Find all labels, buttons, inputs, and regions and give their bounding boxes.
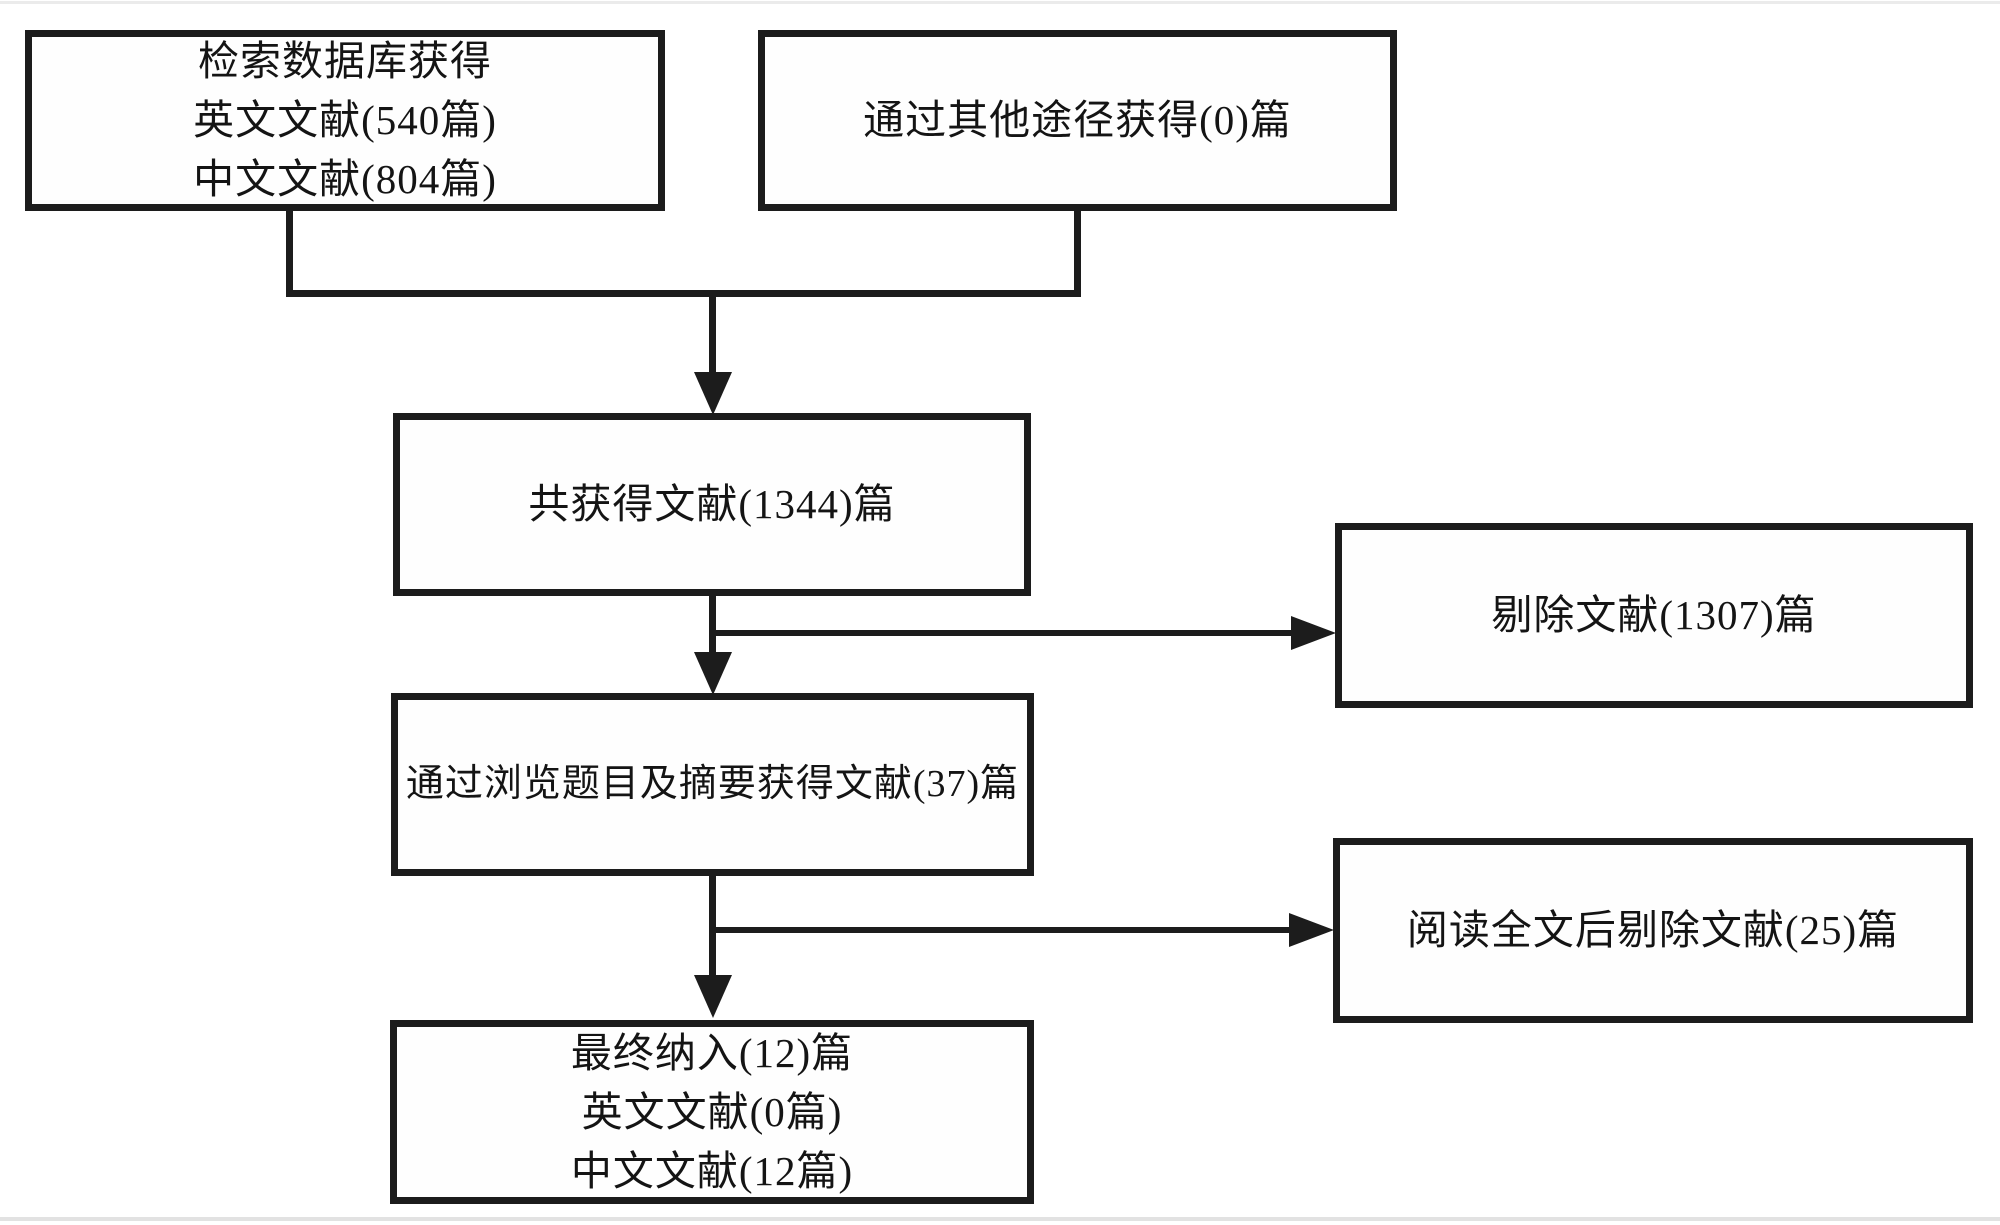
box-other-sources: 通过其他途径获得(0)篇 (758, 30, 1397, 211)
box-title-abstract-screened: 通过浏览题目及摘要获得文献(37)篇 (391, 693, 1034, 876)
box-db-search-line-1: 检索数据库获得 (198, 38, 492, 84)
box-total-obtained: 共获得文献(1344)篇 (393, 413, 1031, 596)
arrowhead-into-final (694, 975, 732, 1018)
box-title-abstract-screened-label: 通过浏览题目及摘要获得文献(37)篇 (405, 763, 1020, 805)
arrowhead-into-excluded-fulltext (1289, 913, 1334, 947)
box-total-obtained-label: 共获得文献(1344)篇 (528, 481, 896, 527)
arrowhead-into-screened (694, 652, 732, 695)
connector-merge-to-total (709, 290, 716, 376)
box-other-sources-label: 通过其他途径获得(0)篇 (863, 97, 1292, 143)
connector-total-to-screened (709, 593, 716, 656)
box-final-included: 最终纳入(12)篇 英文文献(0篇) 中文文献(12篇) (390, 1020, 1034, 1204)
connector-branch-excluded-screening (712, 630, 1294, 636)
connector-db-search-drop (286, 208, 293, 297)
box-excluded-screening-label: 剔除文献(1307)篇 (1491, 592, 1817, 638)
box-excluded-fulltext-label: 阅读全文后剔除文献(25)篇 (1406, 907, 1900, 953)
box-db-search: 检索数据库获得 英文文献(540篇) 中文文献(804篇) (25, 30, 665, 211)
connector-screened-to-final (709, 872, 716, 977)
connector-other-sources-drop (1074, 208, 1081, 297)
connector-merge-bar (286, 290, 1081, 297)
box-db-search-line-2: 英文文献(540篇) (193, 97, 497, 143)
arrowhead-into-excluded-screening (1291, 616, 1336, 650)
connector-branch-excluded-fulltext (712, 927, 1292, 933)
top-hairline (0, 1, 2000, 4)
box-final-included-line-3: 中文文献(12篇) (570, 1147, 854, 1194)
box-excluded-screening: 剔除文献(1307)篇 (1335, 523, 1973, 708)
box-final-included-line-1: 最终纳入(12)篇 (570, 1029, 854, 1076)
bottom-hairline (0, 1217, 2000, 1221)
box-final-included-line-2: 英文文献(0篇) (581, 1088, 843, 1135)
arrowhead-into-total (694, 372, 732, 415)
box-excluded-fulltext: 阅读全文后剔除文献(25)篇 (1333, 838, 1973, 1023)
box-db-search-line-3: 中文文献(804篇) (193, 156, 497, 202)
